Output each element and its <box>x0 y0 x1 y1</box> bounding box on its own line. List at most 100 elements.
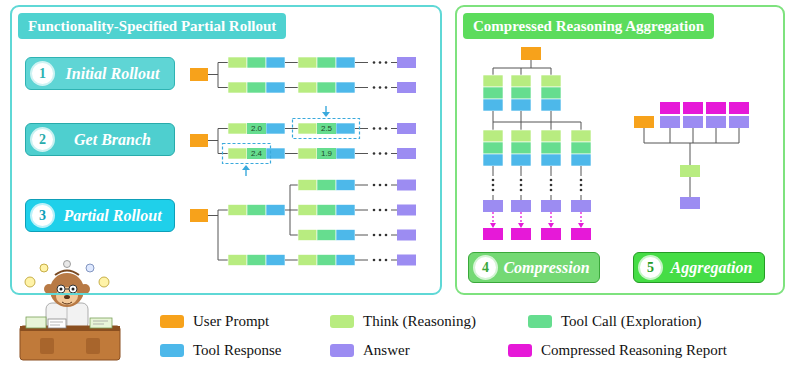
diagram-shape <box>208 185 298 260</box>
diagram-shape <box>660 102 680 114</box>
step-label: Get Branch <box>53 131 166 149</box>
diagram-shape <box>322 112 330 117</box>
score-text: 2.5 <box>321 123 332 134</box>
initial-rollout-chains <box>190 57 416 93</box>
compression-tree <box>483 47 591 240</box>
score-box: 2.4 <box>247 148 266 159</box>
scientist-illustration <box>20 261 120 361</box>
step-number: 1 <box>32 63 53 84</box>
score-text: 2.4 <box>251 148 262 159</box>
legend-text: Compressed Reasoning Report <box>541 341 727 359</box>
score-text: 2.0 <box>251 123 262 134</box>
diagram-shape <box>50 321 108 325</box>
diagram-shape <box>242 165 250 170</box>
diagram-shape <box>680 197 700 209</box>
diagram-shape <box>20 326 120 360</box>
diagram-shape <box>511 130 531 240</box>
diagram-shape <box>521 47 541 60</box>
diagram-shape <box>228 205 416 216</box>
diagram-shape <box>60 288 63 291</box>
diagram-shape <box>228 148 416 159</box>
legend-text: User Prompt <box>193 312 269 330</box>
step-label: Aggregation <box>661 259 756 277</box>
diagram-shape <box>25 277 35 287</box>
score-box: 2.0 <box>247 123 266 134</box>
diagram-shape <box>325 106 326 113</box>
step-box: 3Partial Rollout <box>25 199 175 232</box>
diagram-shape <box>298 230 416 241</box>
legend-text: Tool Call (Exploration) <box>561 312 702 330</box>
diagram-shape <box>483 130 503 240</box>
diagram-shape <box>634 116 654 128</box>
diagram-shape <box>40 264 48 272</box>
diagram-shape <box>541 130 561 240</box>
legend-text: Answer <box>363 341 410 359</box>
diagram-shape <box>706 102 726 114</box>
diagram-shape <box>571 130 591 240</box>
diagram-shape <box>483 75 503 111</box>
diagram-shape <box>99 277 109 287</box>
diagram-shape <box>680 165 700 177</box>
step-box: 1Initial Rollout <box>25 57 175 90</box>
score-box: 1.9 <box>317 148 336 159</box>
diagram-shape <box>62 302 72 304</box>
legend-swatch <box>160 344 184 357</box>
panel-heading: Functionality-Specified Partial Rollout <box>18 13 286 39</box>
score-text: 1.9 <box>321 148 332 159</box>
legend-item: Compressed Reasoning Report <box>508 341 727 359</box>
diagram-shape <box>69 285 77 293</box>
diagram-shape <box>683 116 703 128</box>
get-branch-chains <box>190 106 416 176</box>
section-panel: Functionality-Specified Partial Rollout 1… <box>10 5 442 295</box>
diagram-shape <box>208 63 228 88</box>
diagram-shape <box>72 288 75 291</box>
legend-text: Tool Response <box>193 341 282 359</box>
step-box: 4Compression <box>468 252 600 283</box>
diagram-shape <box>729 116 749 128</box>
legend-swatch <box>528 315 552 328</box>
diagram-shape <box>64 295 70 299</box>
diagram-shape <box>541 75 561 111</box>
step-number: 5 <box>640 257 661 278</box>
diagram-shape <box>228 57 416 68</box>
legend-item: Tool Call (Exploration) <box>528 312 702 330</box>
score-box: 2.5 <box>317 123 336 134</box>
diagram-shape <box>64 261 71 268</box>
diagram-shape <box>223 144 271 164</box>
diagram-shape <box>228 82 416 93</box>
diagram-shape <box>493 111 581 130</box>
diagram-shape <box>190 68 208 81</box>
step-number: 2 <box>32 129 53 150</box>
diagram-shape <box>65 289 69 290</box>
diagram-shape <box>493 60 551 75</box>
diagram-shape <box>86 264 94 272</box>
legend-swatch <box>160 315 184 328</box>
legend-swatch <box>330 315 354 328</box>
diagram-shape <box>228 255 416 266</box>
legend-item: User Prompt <box>160 312 269 330</box>
step-box: 5Aggregation <box>633 252 765 283</box>
diagram-shape <box>26 317 46 328</box>
diagram-shape <box>298 180 416 191</box>
step-box: 2Get Branch <box>25 123 175 156</box>
diagram-shape <box>57 285 65 293</box>
legend-item: Tool Response <box>160 341 282 359</box>
section-panel: Compressed Reasoning Aggregation4Compres… <box>455 5 785 295</box>
aggregation-tree <box>634 102 749 209</box>
partial-rollout-chains <box>190 180 416 266</box>
step-label: Partial Rollout <box>53 207 166 225</box>
diagram-shape <box>190 134 208 147</box>
diagram-shape <box>511 75 531 111</box>
diagram-shape <box>245 169 246 176</box>
diagram-shape <box>660 116 680 128</box>
legend-swatch <box>508 344 532 357</box>
diagram-shape <box>90 318 112 328</box>
diagram-shape <box>228 123 416 134</box>
diagram-shape <box>683 102 703 114</box>
legend-text: Think (Reasoning) <box>363 312 476 330</box>
step-number: 3 <box>32 205 53 226</box>
diagram-shape <box>190 209 208 222</box>
legend-item: Think (Reasoning) <box>330 312 476 330</box>
diagram-shape <box>50 273 84 307</box>
